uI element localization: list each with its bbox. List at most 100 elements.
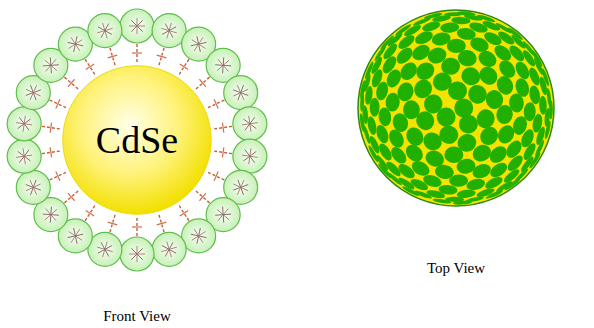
- molecule-bond: [215, 214, 231, 215]
- ligand-dot: [486, 143, 510, 166]
- ligand-strand: [208, 172, 226, 180]
- molecule-bond: [233, 184, 248, 191]
- ligand-branch: [214, 172, 218, 181]
- ligand-strand: [48, 172, 66, 180]
- ligand-branch: [86, 64, 94, 69]
- ligand-dot: [386, 127, 407, 150]
- ligand-branch: [199, 193, 206, 201]
- ligand-dot: [492, 42, 514, 64]
- ligand-branch: [222, 123, 223, 133]
- ligand-strand: [196, 191, 211, 204]
- molecule-bond: [26, 90, 41, 96]
- ligand-dot: [377, 107, 392, 127]
- core-fill: [63, 66, 212, 215]
- ligand-branch: [157, 55, 167, 58]
- molecule-bond: [131, 20, 142, 31]
- ligand-branch: [68, 193, 75, 201]
- ligand-branch: [214, 99, 218, 108]
- molecule-bond: [26, 89, 41, 96]
- molecule-bond: [238, 85, 244, 100]
- molecule-bond: [30, 180, 37, 195]
- molecule-bond: [237, 85, 244, 100]
- ligand-dot: [368, 135, 382, 155]
- ligand-branch: [180, 64, 188, 69]
- molecule-bond: [43, 65, 59, 66]
- nanocrystal-sphere: [358, 10, 554, 206]
- ligand-dot: [420, 129, 445, 154]
- ligand-coverage: [359, 11, 553, 206]
- molecule-bond: [243, 151, 256, 161]
- molecule-bond: [74, 228, 77, 244]
- molecule-bond: [191, 234, 207, 237]
- ligand-dot: [465, 177, 486, 192]
- ligand-branch: [50, 123, 51, 133]
- ligand-shell: [7, 9, 267, 271]
- ligand-dot: [477, 123, 502, 148]
- core-label: CdSe: [96, 118, 178, 162]
- ligand-dot: [449, 174, 468, 187]
- ligand-dot: [496, 57, 519, 81]
- ligand-dot: [454, 99, 473, 118]
- ligand-strand: [214, 151, 234, 154]
- sphere-outline: [358, 10, 554, 206]
- ligand-branch: [68, 79, 75, 87]
- molecule-bond: [98, 27, 112, 35]
- ligand-dot: [504, 177, 522, 191]
- molecule-bond: [50, 207, 51, 223]
- molecule-bond: [19, 150, 29, 163]
- ligand-group: [152, 232, 186, 266]
- molecule-bond: [68, 42, 84, 45]
- molecule-bond: [233, 185, 248, 191]
- ligand-branch: [108, 55, 118, 58]
- ligand-dot: [494, 73, 516, 97]
- ligand-group: [152, 14, 186, 48]
- ligand-strand: [179, 58, 190, 75]
- ligand-branch: [86, 210, 94, 215]
- ligand-group: [224, 76, 258, 110]
- ligand-dot: [507, 26, 524, 41]
- ligand-dot: [458, 64, 483, 88]
- molecule-bond: [245, 117, 255, 130]
- ligand-dot: [379, 34, 395, 50]
- view-caption: Top View: [427, 260, 485, 277]
- ligand-group: [7, 107, 41, 141]
- ligand-group: [88, 14, 122, 48]
- ligand-branch: [108, 222, 118, 225]
- ligand-dot: [402, 141, 426, 165]
- ligand-strand: [40, 126, 60, 129]
- ligand-strand: [84, 58, 95, 75]
- ligand-branch: [180, 210, 188, 215]
- ligand-strand: [63, 191, 78, 204]
- molecule-bond: [162, 246, 176, 254]
- molecule-bond: [197, 36, 200, 52]
- ligand-branch: [56, 172, 60, 181]
- ligand-strand: [48, 99, 66, 107]
- ligand-branch: [132, 52, 142, 53]
- ligand-strand: [196, 76, 211, 89]
- ligand-group: [88, 232, 122, 266]
- ligand-group: [120, 9, 154, 43]
- ligand-dot: [431, 31, 452, 47]
- ligand-dot: [377, 162, 392, 179]
- ligand-branch: [222, 147, 223, 157]
- ligand-group: [182, 219, 216, 253]
- ligand-group: [16, 170, 50, 204]
- molecule-bond: [223, 57, 224, 73]
- ligand-strand: [63, 76, 78, 89]
- ligand-group: [233, 107, 267, 141]
- ligand-dot: [544, 120, 552, 139]
- ligand-strand: [84, 206, 95, 223]
- ligand-group: [233, 139, 267, 173]
- ligand-strand: [40, 151, 60, 154]
- ligand-strand: [136, 218, 137, 238]
- molecule-bond: [18, 119, 31, 129]
- ligand-branch: [199, 79, 206, 87]
- ligand-branch: [50, 147, 51, 157]
- ligand-strand: [214, 126, 234, 129]
- ligand-dot: [470, 161, 493, 180]
- ligand-branch: [132, 226, 142, 227]
- ligand-branch: [157, 222, 167, 225]
- nanocrystal-core: CdSe: [62, 65, 212, 215]
- ligand-dot: [495, 22, 513, 35]
- ligand-dot: [474, 107, 497, 131]
